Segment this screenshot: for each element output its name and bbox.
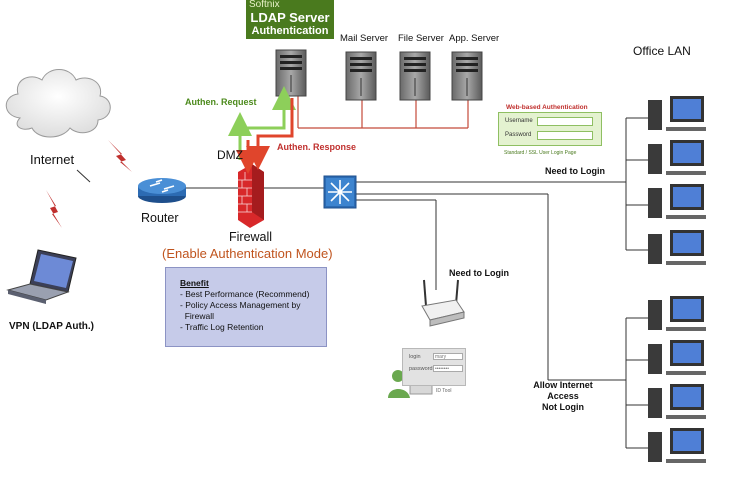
app-server-icon — [451, 51, 483, 101]
internet-cloud-icon — [5, 69, 111, 138]
workstation-icon — [648, 384, 706, 419]
user-person-icon — [388, 370, 433, 398]
firewall-label: Firewall — [229, 230, 273, 244]
file-server-icon — [399, 51, 431, 101]
internet-label: Internet — [30, 152, 75, 167]
ldap-subtitle: Authentication — [251, 25, 329, 37]
allow-line: Allow Internet — [533, 380, 593, 390]
ldap-vendor: Softnix — [249, 0, 280, 10]
wireless-ap-icon — [421, 279, 465, 327]
file-server-label: File Server — [398, 33, 444, 44]
benefit-item: - Best Performance (Recommend) — [180, 289, 310, 299]
workstation-icon — [648, 296, 706, 331]
id-tool-panel: login mary password •••••••• — [402, 348, 466, 386]
allow-line: Not Login — [542, 402, 584, 412]
authen-request-label: Authen. Request — [185, 97, 257, 107]
wan-link-bolt-icon — [108, 140, 132, 172]
vpn-label: VPN (LDAP Auth.) — [9, 321, 94, 332]
id-password-field: •••••••• — [433, 365, 463, 372]
blue-lan-workstations — [648, 296, 706, 463]
workstation-icon — [648, 96, 706, 131]
ldap-server-label: Softnix LDAP Server Authentication — [246, 0, 334, 39]
mail-server-icon — [345, 51, 377, 101]
web-auth-title: Web-based Authentication — [506, 104, 588, 111]
lan-blue-trunk — [548, 317, 648, 449]
workstation-icon — [648, 140, 706, 175]
ldap-server-icon — [275, 49, 307, 97]
password-label: Password — [505, 132, 532, 138]
allow-line: Access — [547, 391, 579, 401]
allow-internet-label: Allow Internet Access Not Login — [533, 380, 593, 413]
web-auth-footer: Standard / SSL User Login Page — [504, 150, 577, 156]
green-lan-workstations — [648, 96, 706, 265]
office-lan-label: Office LAN — [633, 44, 691, 58]
core-switch-icon — [323, 175, 357, 209]
web-auth-panel: Username Password — [498, 112, 602, 146]
authen-response-arrow — [236, 98, 294, 174]
workstation-icon — [648, 428, 706, 463]
id-login-field: mary — [433, 353, 463, 360]
username-field — [537, 117, 593, 126]
authen-response-label: Authen. Response — [277, 142, 357, 152]
workstation-icon — [648, 184, 706, 219]
workstation-icon — [648, 340, 706, 375]
firewall-icon — [238, 164, 264, 228]
id-login-label: login — [409, 354, 421, 360]
password-field — [537, 131, 593, 140]
benefit-item: Firewall — [180, 311, 215, 321]
router-icon — [138, 178, 186, 203]
need-login-lan-label: Need to Login — [545, 166, 605, 176]
need-login-wifi-label: Need to Login — [449, 268, 509, 278]
firewall-mode-label: (Enable Authentication Mode) — [162, 246, 333, 261]
dmz-label: DMZ — [217, 148, 243, 162]
lan-green-trunk — [616, 117, 648, 251]
benefit-item: - Traffic Log Retention — [180, 322, 264, 332]
mail-server-label: Mail Server — [340, 33, 389, 44]
id-password-label: password — [409, 366, 433, 372]
username-label: Username — [505, 118, 533, 124]
workstation-icon — [648, 230, 706, 265]
benefit-item: - Policy Access Management by — [180, 300, 301, 310]
benefit-box: Benefit - Best Performance (Recommend) -… — [165, 267, 327, 347]
vpn-link-bolt-icon — [46, 190, 62, 228]
server-bus — [297, 96, 469, 129]
router-label: Router — [141, 211, 179, 225]
web-auth-login-form: Web-based Authentication Username Passwo… — [498, 104, 604, 160]
vpn-laptop-icon — [6, 249, 77, 304]
connection-lines — [76, 169, 616, 380]
id-tool-login: login mary password •••••••• ID Tool — [388, 346, 468, 398]
app-server-label: App. Server — [449, 33, 500, 44]
id-tool-footer: ID Tool — [436, 388, 452, 394]
benefit-title: Benefit — [180, 278, 209, 288]
ldap-title: LDAP Server — [250, 10, 330, 25]
